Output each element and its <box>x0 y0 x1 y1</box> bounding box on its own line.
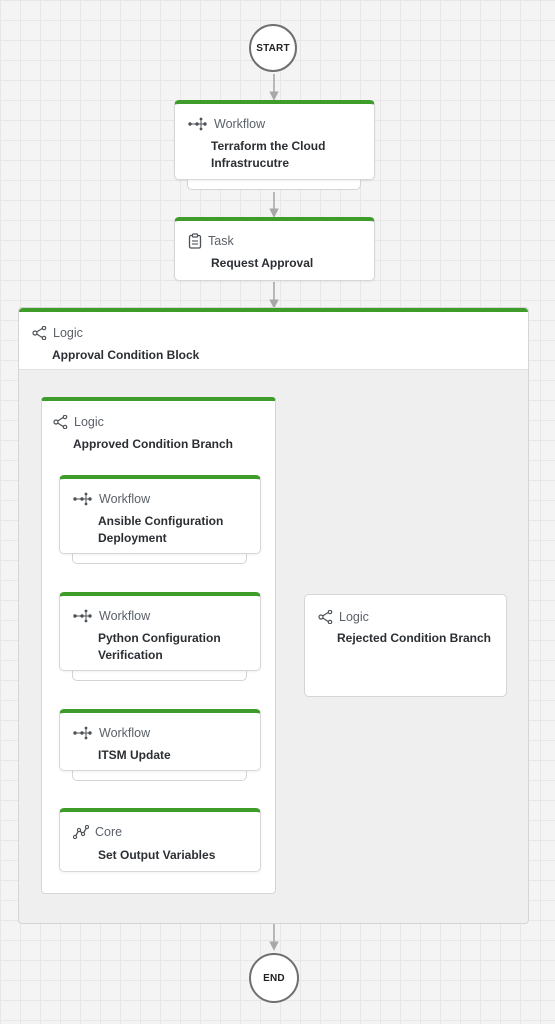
terraform-workflow-card[interactable]: Workflow Terraform the Cloud Infrastrucu… <box>174 100 375 180</box>
core-icon <box>73 825 89 839</box>
node-title: Request Approval <box>211 256 314 270</box>
node-type: Workflow <box>214 117 266 131</box>
node-title: Approval Condition Block <box>52 348 200 362</box>
rejected-condition-branch[interactable]: Logic Rejected Condition Branch <box>304 594 507 697</box>
node-type: Workflow <box>99 492 151 506</box>
itsm-workflow-card[interactable]: Workflow ITSM Update <box>59 709 261 771</box>
workflow-icon <box>73 609 93 623</box>
workflow-icon <box>73 492 93 506</box>
node-type: Workflow <box>99 726 151 740</box>
node-type: Logic <box>53 326 83 340</box>
node-title: Approved Condition Branch <box>73 437 233 451</box>
end-label: END <box>263 972 285 984</box>
node-type: Core <box>95 825 123 839</box>
node-type: Logic <box>339 610 369 624</box>
node-title: ITSM Update <box>98 748 171 762</box>
node-title: Rejected Condition Branch <box>337 631 492 645</box>
start-node[interactable]: START <box>249 24 297 72</box>
stack-shadow <box>72 671 247 681</box>
node-title: Python Configuration Verification <box>98 631 221 662</box>
node-title: Ansible Configuration Deployment <box>98 514 224 545</box>
start-label: START <box>256 42 290 54</box>
branch-icon <box>32 326 47 340</box>
request-approval-task-card[interactable]: Task Request Approval <box>174 217 375 281</box>
node-type: Logic <box>74 415 104 429</box>
stack-shadow <box>72 554 247 564</box>
stack-shadow <box>72 771 247 781</box>
branch-icon <box>53 415 68 429</box>
end-node[interactable]: END <box>249 953 299 1003</box>
set-output-variables-card[interactable]: Core Set Output Variables <box>59 808 261 872</box>
workflow-icon <box>73 726 93 740</box>
python-workflow-card[interactable]: Workflow Python Configuration Verificati… <box>59 592 261 671</box>
node-title: Set Output Variables <box>98 848 216 862</box>
ansible-workflow-card[interactable]: Workflow Ansible Configuration Deploymen… <box>59 475 261 554</box>
node-title: Terraform the Cloud Infrastrucutre <box>211 139 326 170</box>
block-header: Logic Approval Condition Block <box>19 308 528 370</box>
clipboard-icon <box>188 233 202 249</box>
node-type: Workflow <box>99 609 151 623</box>
branch-icon <box>318 610 333 624</box>
workflow-icon <box>188 117 208 131</box>
node-type: Task <box>208 234 234 248</box>
stack-shadow <box>187 180 361 190</box>
